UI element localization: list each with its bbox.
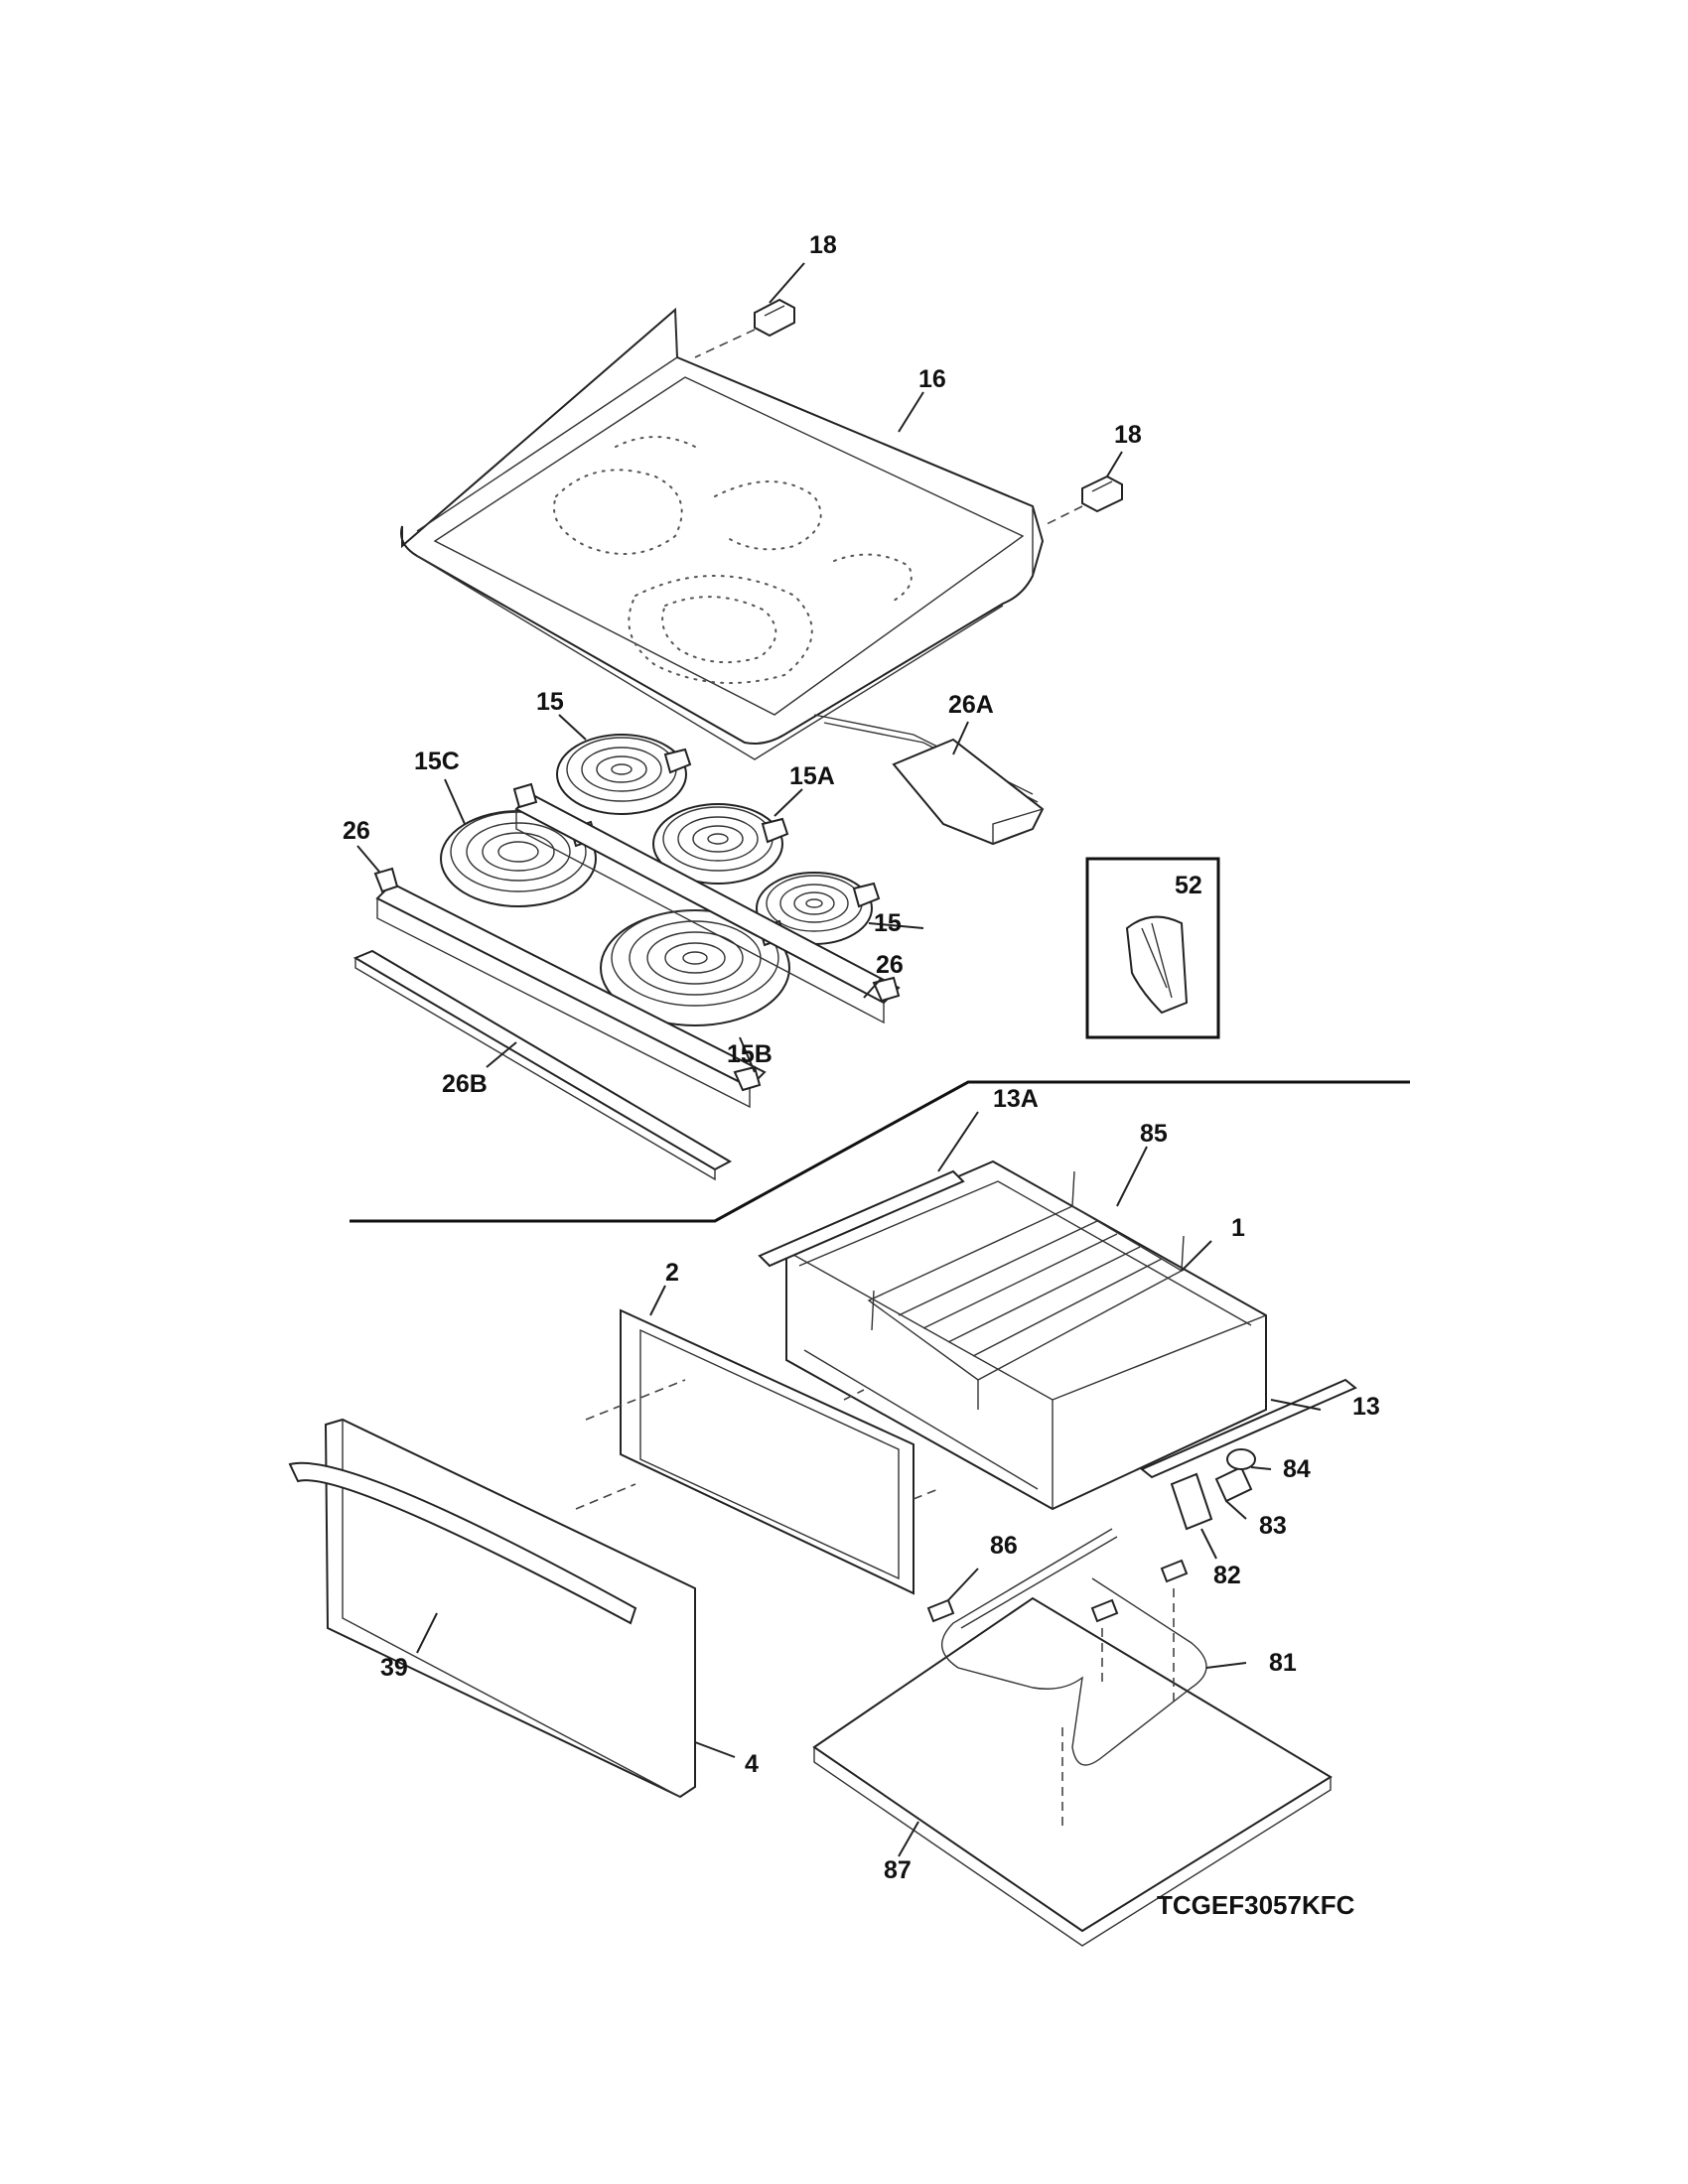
callout-13: 13 [1352,1393,1380,1421]
callout-26b: 26B [442,1070,488,1098]
callout-15c: 15C [414,748,460,775]
callout-82: 82 [1213,1562,1241,1589]
surface-element-15a [652,803,789,885]
drawer-handle-39 [288,1461,637,1625]
bracket-18-left [694,298,795,358]
callout-87: 87 [884,1856,912,1884]
cooktop-glass-top [400,307,1045,760]
callout-39: 39 [380,1654,408,1682]
callout-26a: 26A [948,691,994,719]
bracket-18-right [1042,475,1123,527]
drawer-bottom-87 [812,1596,1333,1947]
callout-85: 85 [1140,1120,1168,1148]
surface-element-15-top [556,734,692,815]
callout-86: 86 [990,1532,1018,1560]
drawer-body-1 [785,1160,1267,1511]
element-bracket-86 [926,1559,1189,1623]
section-divider [350,1080,1410,1223]
callout-15b: 15B [727,1040,773,1068]
callout-26-left: 26 [343,817,370,845]
callout-15a: 15A [789,762,835,790]
heating-element-81 [941,1528,1207,1766]
callout-18-left: 18 [809,231,837,259]
callout-4: 4 [745,1750,759,1778]
leader-lines [356,262,1322,1857]
callout-83: 83 [1259,1512,1287,1540]
surface-element-15-right [756,872,881,945]
trim-strip-26b [352,949,733,1181]
callout-81: 81 [1269,1649,1297,1677]
element-support-26-right [512,782,901,1024]
callout-52: 52 [1175,872,1202,899]
drawer-rack-85 [867,1170,1185,1410]
callout-15-top: 15 [536,688,564,716]
wiring-harness-26a [813,714,1045,846]
model-number: TCGEF3057KFC [1157,1890,1355,1920]
callout-26-right: 26 [876,951,904,979]
drawer-switch-assembly-82 [1170,1448,1256,1531]
callout-13a: 13A [993,1085,1039,1113]
callout-84: 84 [1283,1455,1311,1483]
drawer-front-panel-4 [324,1418,696,1799]
drawer-slide-13a [758,1169,965,1268]
element-support-26-left [373,867,767,1109]
inset-box-52 [1085,857,1220,1039]
drawer-slide-13 [1140,1378,1357,1479]
callout-1: 1 [1231,1214,1245,1242]
callout-2: 2 [665,1259,679,1287]
callout-16: 16 [918,365,946,393]
callout-15-right: 15 [874,909,902,937]
callout-18-right: 18 [1114,421,1142,449]
